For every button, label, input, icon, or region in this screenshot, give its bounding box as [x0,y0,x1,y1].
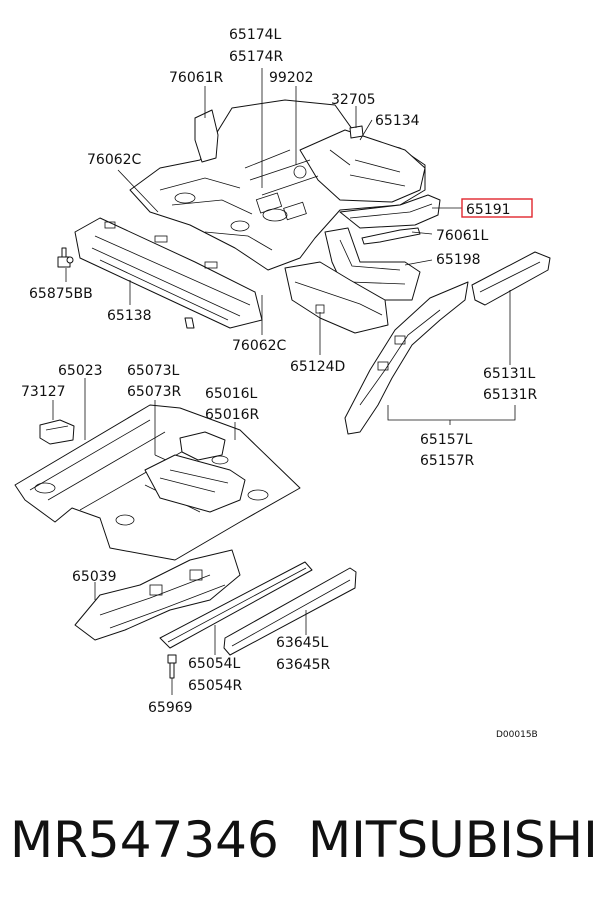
label-65016R: 65016R [205,407,260,423]
sill-65054 [159,561,313,649]
label-76061R: 76061R [169,70,224,86]
clip-73127 [39,419,75,445]
label-99202: 99202 [269,70,314,86]
panel-65191 [339,194,441,229]
label-76062C-top: 76062C [87,152,142,168]
label-65157L: 65157L [420,432,473,448]
label-65191: 65191 [466,202,511,218]
brand-name: MITSUBISHI [308,811,598,869]
label-65054R: 65054R [188,678,243,694]
label-65875BB: 65875BB [29,286,93,302]
bracket-65016 [179,431,226,461]
rear-floor-pan-assembly [129,99,426,271]
label-65157R: 65157R [420,453,475,469]
label-65969: 65969 [148,700,193,716]
caption: MR547346 MITSUBISHI [0,800,600,880]
parts-diagram: 65174L 65174R 76061R 99202 32705 65134 7… [14,27,551,740]
strip-76061L [361,227,421,245]
part-labels: 65174L 65174R 76061R 99202 32705 65134 7… [21,27,538,740]
label-65138: 65138 [107,308,152,324]
label-65124D: 65124D [290,359,345,375]
bolt-65969 [167,654,177,679]
sill-63645 [223,567,357,656]
grommet-65875BB [57,247,74,268]
highlight-box [461,198,533,218]
label-65174R: 65174R [229,49,284,65]
label-73127: 73127 [21,384,66,400]
label-65054L: 65054L [188,656,241,672]
label-65039: 65039 [72,569,117,585]
label-63645R: 63645R [276,657,331,673]
rail-65131 [471,251,551,306]
label-65073L: 65073L [127,363,180,379]
clip-32705 [349,125,364,139]
label-76061L: 76061L [436,228,489,244]
diagram-code: D00015B [496,730,538,740]
label-65131L: 65131L [483,366,536,382]
label-32705: 32705 [331,92,376,108]
label-65198: 65198 [436,252,481,268]
leader-lines [52,68,516,695]
label-65023: 65023 [58,363,103,379]
bracket-76061R [194,109,219,163]
label-65073R: 65073R [127,384,182,400]
label-76062C-bottom: 76062C [232,338,287,354]
side-member-65157 [344,281,469,435]
rail-65124D [284,261,389,334]
tunnel-member-65039 [74,549,241,641]
label-63645L: 63645L [276,635,329,651]
bracket-65073 [144,454,246,513]
label-65131R: 65131R [483,387,538,403]
part-number: MR547346 [10,811,279,869]
crossmember-65138 [74,217,263,329]
label-65016L: 65016L [205,386,258,402]
label-65134: 65134 [375,113,420,129]
label-65174L: 65174L [229,27,282,43]
